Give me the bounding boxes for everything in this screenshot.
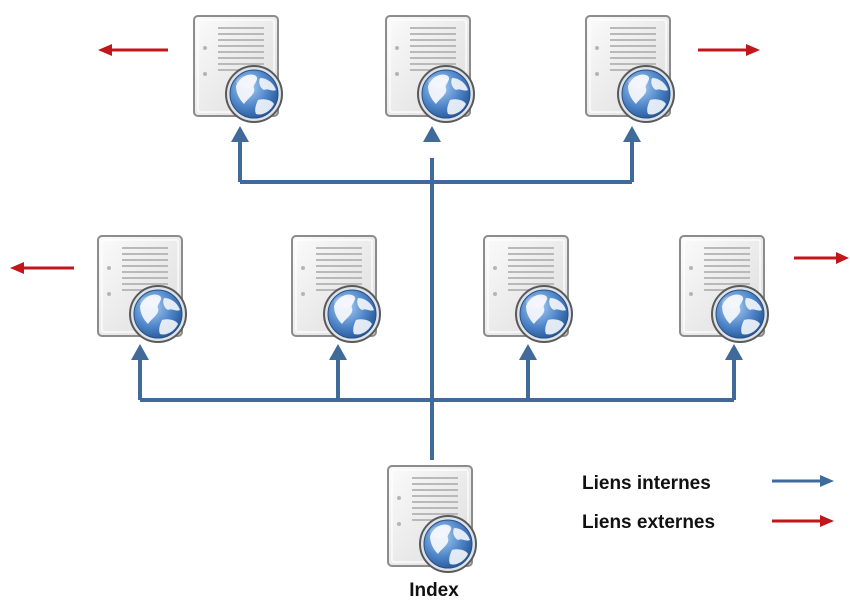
arrowhead-up-icon — [725, 344, 743, 360]
page-top-3 — [585, 15, 675, 123]
legend-external-label: Liens externes — [582, 512, 715, 533]
arrowhead-up-icon — [131, 344, 149, 360]
page-middle-4 — [679, 235, 769, 343]
external-arrow-right-middle — [794, 252, 849, 264]
arrowhead-right-icon — [836, 252, 849, 264]
arrowhead-up-icon — [329, 344, 347, 360]
arrowhead-up-icon — [519, 344, 537, 360]
page-index — [387, 465, 477, 573]
legend-external-arrow — [772, 515, 834, 527]
page-middle-1 — [97, 235, 187, 343]
arrowhead-left-icon — [98, 44, 112, 56]
page-middle-2 — [291, 235, 381, 343]
arrowhead-right-icon — [820, 515, 834, 527]
external-arrow-left-top — [98, 44, 168, 56]
page-top-2 — [385, 15, 475, 123]
arrowhead-right-icon — [746, 44, 760, 56]
internal-links — [138, 142, 736, 460]
external-links — [10, 44, 849, 274]
arrowhead-right-icon — [820, 475, 834, 487]
external-arrow-right-top — [698, 44, 760, 56]
legend-internal-arrow — [772, 475, 834, 487]
legend-internal-label: Liens internes — [582, 473, 711, 494]
arrowhead-left-icon — [10, 262, 24, 274]
index-label: Index — [409, 580, 459, 601]
arrowhead-up-icon — [423, 126, 441, 142]
external-arrow-left-middle — [10, 262, 74, 274]
arrowhead-up-icon — [623, 126, 641, 142]
legend: Liens internes Liens externes — [582, 473, 834, 533]
page-top-1 — [193, 15, 283, 123]
arrowhead-up-icon — [231, 126, 249, 142]
page-middle-3 — [483, 235, 573, 343]
internal-arrowheads — [131, 126, 743, 360]
